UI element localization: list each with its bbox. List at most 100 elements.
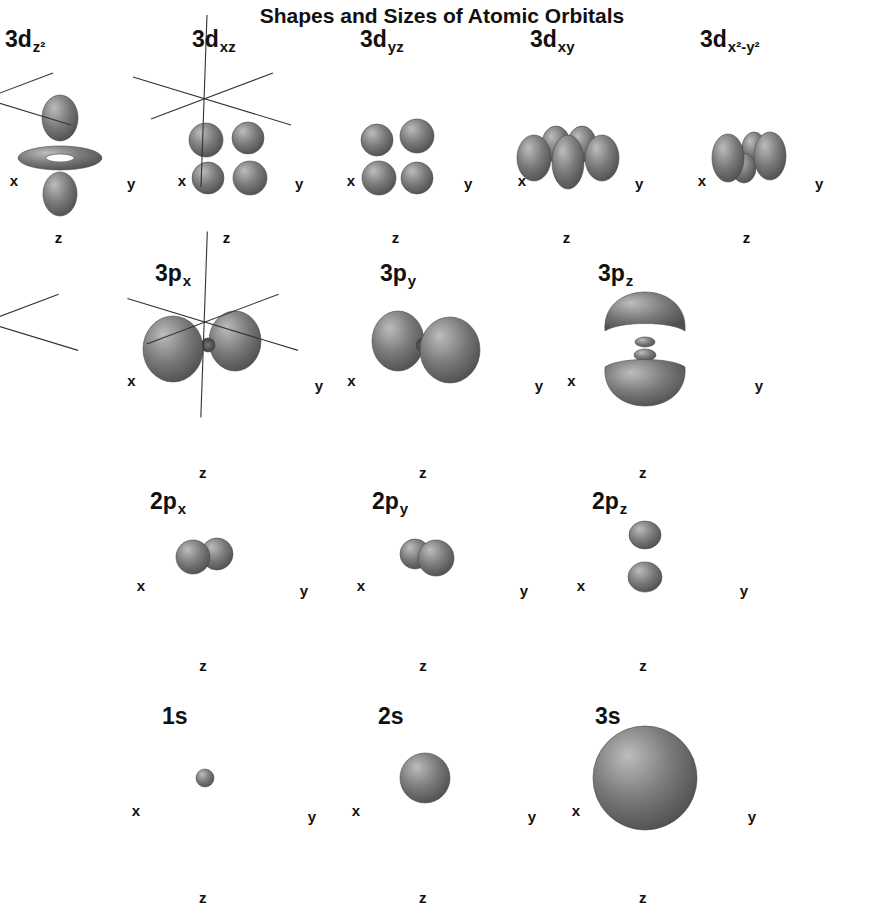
orbital-panel (0, 0, 102, 216)
axis-label: y (464, 176, 472, 191)
axis-label: y (315, 378, 323, 393)
axis-label: z (419, 889, 427, 904)
axis-label: z (392, 230, 400, 245)
axis-label: y (740, 583, 748, 598)
orbital-name: 2p (372, 490, 399, 513)
axis-label: z (639, 464, 647, 479)
axis-label: z (639, 889, 647, 904)
axis-label: x (178, 172, 186, 187)
orbital-name: 3d (530, 28, 557, 51)
orbital-lobe (400, 119, 434, 153)
orbital-lobe (712, 134, 744, 182)
orbital-name: 3p (598, 262, 625, 285)
orbital-panel (0, 15, 233, 574)
axis-label: z (199, 658, 207, 673)
orbital-name: 3d (700, 28, 727, 51)
orbital-panel (0, 15, 454, 576)
orbital-name: 3p (155, 262, 182, 285)
orbital-subscript: z (626, 273, 634, 288)
axis-label: z (223, 230, 231, 245)
orbital-subscript: z (620, 501, 628, 516)
orbital-panel (123, 0, 686, 406)
orbital-panel (0, 0, 480, 383)
axis-label: z (199, 889, 207, 904)
orbital-panel (133, 15, 662, 592)
axis-line (133, 77, 291, 125)
orbital-lobe (43, 172, 77, 216)
orbital-panel (256, 0, 786, 183)
orbital-subscript: yz (388, 39, 404, 54)
orbital-lobe (552, 135, 584, 189)
axis-label: x (698, 172, 706, 187)
axis-label: x (10, 172, 18, 187)
axis-label: y (127, 176, 135, 191)
orbital-name: 3s (595, 705, 621, 728)
axis-label: y (528, 808, 536, 823)
axis-line (151, 73, 273, 119)
axis-label: x (572, 803, 580, 818)
axis-line (0, 299, 78, 351)
orbital-panel (0, 0, 267, 195)
axis-line (127, 299, 298, 351)
axis-label: z (639, 658, 647, 673)
orbital-subscript: x (183, 273, 191, 288)
orbital-lobe (361, 124, 393, 156)
orbital-lobe (401, 162, 433, 194)
orbital-subscript: xz (220, 39, 236, 54)
orbital-subscript: x²-y² (728, 39, 760, 54)
orbital-lobe (176, 540, 210, 574)
axis-label: y (635, 176, 643, 191)
orbital-name: 2p (150, 490, 177, 513)
orbital-lobe (232, 122, 264, 154)
axis-label: z (563, 230, 571, 245)
orbital-subscript: z² (33, 39, 46, 54)
orbital-subscript: xy (558, 39, 575, 54)
orbital-lobe (372, 311, 424, 371)
orbital-lobe (585, 135, 619, 181)
axis-label: y (308, 808, 316, 823)
axis-line (0, 294, 59, 344)
axis-label: y (815, 176, 823, 191)
axis-label: x (132, 803, 140, 818)
orbital-panel (0, 0, 434, 195)
orbital-subscript: y (408, 273, 416, 288)
orbital-lobe (420, 317, 480, 383)
axis-label: x (577, 578, 585, 593)
orbital-lobe (629, 521, 661, 549)
orbital-panel (0, 232, 450, 803)
orbital-lobe (628, 562, 662, 592)
axis-label: y (755, 378, 763, 393)
axis-label: y (300, 583, 308, 598)
axis-line (0, 77, 71, 125)
orbital-lobe (189, 123, 223, 157)
orbital-panel (76, 0, 619, 189)
orbital-lobe (18, 146, 102, 170)
axis-label: x (352, 803, 360, 818)
orbital-lobe (400, 753, 450, 803)
orbital-lobe (605, 360, 685, 407)
axis-label: z (55, 230, 63, 245)
axis-label: y (520, 583, 528, 598)
orbital-lobe (635, 337, 655, 347)
axis-label: y (535, 378, 543, 393)
orbital-lobe (605, 292, 685, 331)
axis-label: z (199, 464, 207, 479)
axis-label: x (518, 172, 526, 187)
orbital-name: 3d (360, 28, 387, 51)
orbital-subscript: y (400, 501, 408, 516)
figure-title: Shapes and Sizes of Atomic Orbitals (0, 5, 884, 26)
axis-label: x (127, 372, 135, 387)
orbital-lobe (754, 132, 786, 180)
axis-label: x (137, 578, 145, 593)
orbital-name: 1s (162, 705, 188, 728)
orbital-lobe (418, 540, 454, 576)
axis-label: x (347, 372, 355, 387)
orbital-lobe (593, 726, 697, 830)
axis-line (0, 73, 53, 119)
orbital-name: 3d (5, 28, 32, 51)
axis-label: x (357, 578, 365, 593)
axis-label: y (295, 176, 303, 191)
axis-label: z (419, 658, 427, 673)
